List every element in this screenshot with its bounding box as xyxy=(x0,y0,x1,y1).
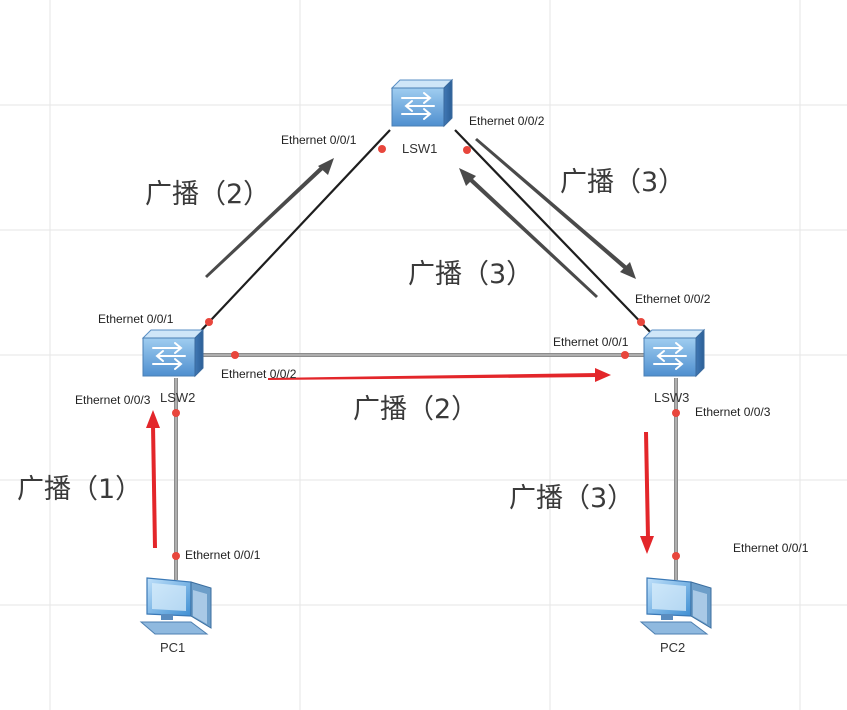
broadcast-labels: 广播（2） 广播（3） 广播（3） 广播（2） 广播（1） 广播（3） xyxy=(17,167,685,514)
arrow-b3-bottom xyxy=(640,432,654,554)
pc-icon xyxy=(140,577,212,635)
broadcast-label-b2-mid: 广播（2） xyxy=(353,394,478,425)
port-label-pc1-p1: Ethernet 0/0/1 xyxy=(185,548,261,562)
port-dot-pc2-p1 xyxy=(672,552,680,560)
device-lsw2[interactable]: LSW2 xyxy=(142,329,204,405)
port-label-lsw3-p3: Ethernet 0/0/3 xyxy=(695,405,771,419)
broadcast-label-b1: 广播（1） xyxy=(17,474,142,505)
switch-icon xyxy=(142,329,204,377)
port-label-lsw3-p1: Ethernet 0/0/1 xyxy=(553,335,629,349)
arrow-b3-mid xyxy=(459,168,598,298)
device-label-lsw2: LSW2 xyxy=(160,390,195,405)
device-lsw1[interactable]: LSW1 xyxy=(391,79,453,156)
arrow-b2-mid xyxy=(268,368,611,382)
port-label-lsw2-p3: Ethernet 0/0/3 xyxy=(75,393,151,407)
broadcast-label-b3-bottom: 广播（3） xyxy=(509,483,634,514)
device-label-pc1: PC1 xyxy=(160,640,185,655)
port-dot-lsw2-p1 xyxy=(205,318,213,326)
port-labels: Ethernet 0/0/1 Ethernet 0/0/2 Ethernet 0… xyxy=(75,114,809,562)
device-label-lsw3: LSW3 xyxy=(654,390,689,405)
device-lsw3[interactable]: LSW3 xyxy=(643,329,705,405)
port-dot-lsw3-p1 xyxy=(621,351,629,359)
port-label-lsw1-p1: Ethernet 0/0/1 xyxy=(281,133,357,147)
device-pc1[interactable]: PC1 xyxy=(140,577,212,655)
port-label-lsw1-p2: Ethernet 0/0/2 xyxy=(469,114,545,128)
port-dot-lsw3-p2 xyxy=(637,318,645,326)
device-pc2[interactable]: PC2 xyxy=(640,577,712,655)
port-dots xyxy=(172,145,680,560)
link-lsw1-lsw3 xyxy=(454,129,656,338)
device-label-pc2: PC2 xyxy=(660,640,685,655)
port-label-lsw2-p2: Ethernet 0/0/2 xyxy=(221,367,297,381)
arrow-b2-top xyxy=(205,158,334,278)
port-dot-lsw1-p1 xyxy=(378,145,386,153)
link-lsw1-lsw2 xyxy=(194,129,391,338)
port-label-lsw3-p2: Ethernet 0/0/2 xyxy=(635,292,711,306)
broadcast-label-b3-mid: 广播（3） xyxy=(408,259,533,290)
broadcast-arrows xyxy=(146,138,654,554)
port-dot-lsw2-p2 xyxy=(231,351,239,359)
device-label-lsw1: LSW1 xyxy=(402,141,437,156)
broadcast-label-b3-right: 广播（3） xyxy=(560,167,685,198)
switch-icon xyxy=(391,79,453,127)
port-label-pc2-p1: Ethernet 0/0/1 xyxy=(733,541,809,555)
port-dot-pc1-p1 xyxy=(172,552,180,560)
arrow-b3-right xyxy=(475,138,636,279)
port-dot-lsw1-p2 xyxy=(463,146,471,154)
switch-icon xyxy=(643,329,705,377)
pc-icon xyxy=(640,577,712,635)
port-label-lsw2-p1: Ethernet 0/0/1 xyxy=(98,312,174,326)
port-dot-lsw3-p3 xyxy=(672,409,680,417)
arrow-b1 xyxy=(146,410,160,548)
broadcast-label-b2-top: 广播（2） xyxy=(145,179,270,210)
port-dot-lsw2-p3 xyxy=(172,409,180,417)
